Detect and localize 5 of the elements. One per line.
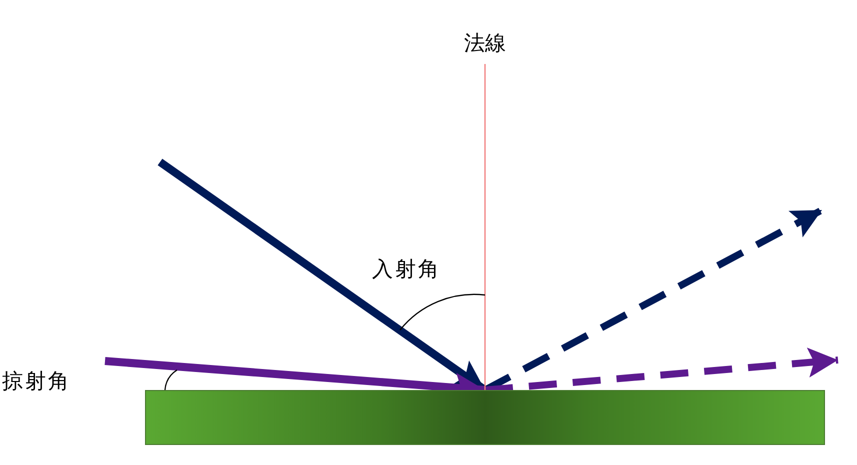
axis-label: 法線	[464, 30, 506, 56]
angle-label: 入射角	[372, 256, 441, 282]
angle-label: 掠射角	[2, 368, 71, 394]
normal-line	[484, 64, 486, 390]
reflecting-surface	[145, 390, 825, 445]
